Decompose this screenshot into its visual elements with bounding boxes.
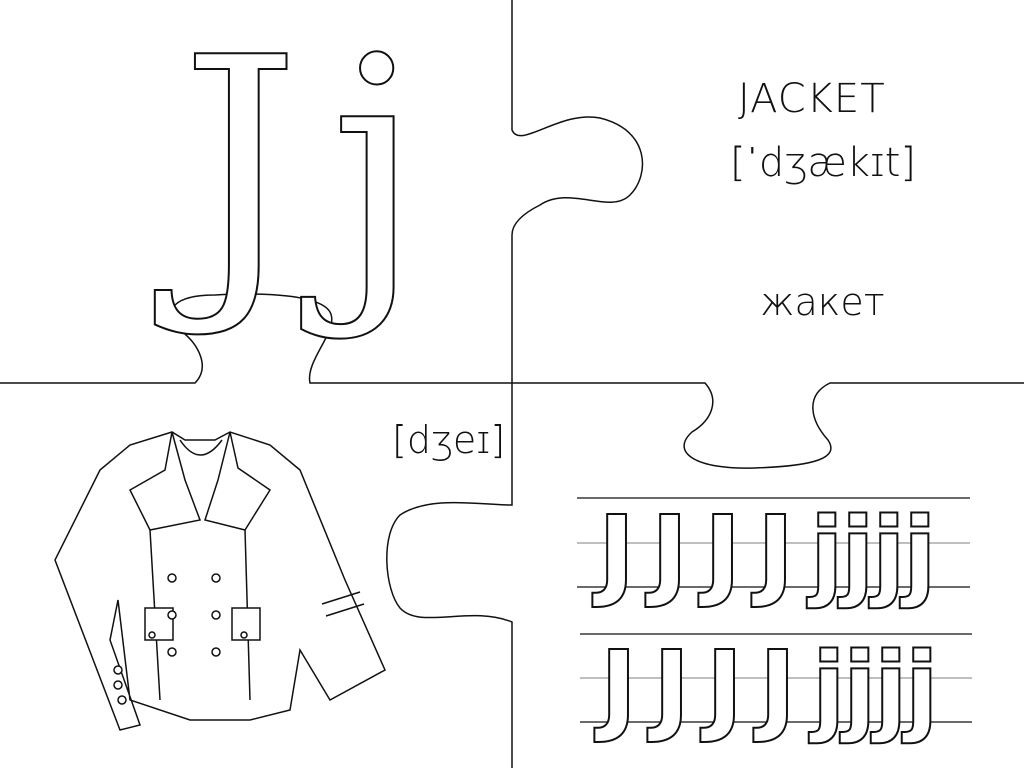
tracing-letter: j xyxy=(837,497,875,611)
tracing-letter: J xyxy=(645,494,688,611)
word-english: JACKET xyxy=(738,76,886,122)
tracing-letter: J xyxy=(647,629,690,746)
jacket-buttons xyxy=(148,573,248,657)
word-transcription: [ˈdʒækɪt] xyxy=(730,140,917,186)
jacket-cuff-buttons xyxy=(113,665,127,705)
tracing-guides xyxy=(577,497,972,723)
letter-transcription: [dʒeɪ] xyxy=(392,418,506,462)
big-uppercase-j: J xyxy=(152,0,300,343)
jacket-illustration xyxy=(54,431,386,731)
word-russian: жакет xyxy=(760,280,885,324)
tracing-letter: J xyxy=(753,629,796,746)
big-lowercase-j: j xyxy=(297,0,423,343)
tracing-letter: j xyxy=(806,497,844,611)
jacket-sleeve-stripes xyxy=(321,591,365,617)
big-letters: J j xyxy=(151,0,424,344)
tracing-letter: j xyxy=(868,497,906,611)
tracing-letter: J xyxy=(700,629,743,746)
puzzle-line-right xyxy=(512,382,1024,469)
tracing-letter: J xyxy=(698,494,741,611)
tracing-letter: J xyxy=(594,629,637,746)
tracing-letter: j xyxy=(899,497,937,611)
tracing-letter: J xyxy=(751,494,794,611)
tracing-letter: j xyxy=(839,632,877,746)
puzzle-line-bottom xyxy=(386,383,513,768)
puzzle-line-top xyxy=(511,0,644,383)
tracing-letter: j xyxy=(808,632,846,746)
tracing-letter: j xyxy=(901,632,939,746)
puzzle-line-left xyxy=(0,293,512,384)
jacket-collar xyxy=(179,439,223,456)
tracing-letter: j xyxy=(870,632,908,746)
tracing-letter: J xyxy=(592,494,635,611)
